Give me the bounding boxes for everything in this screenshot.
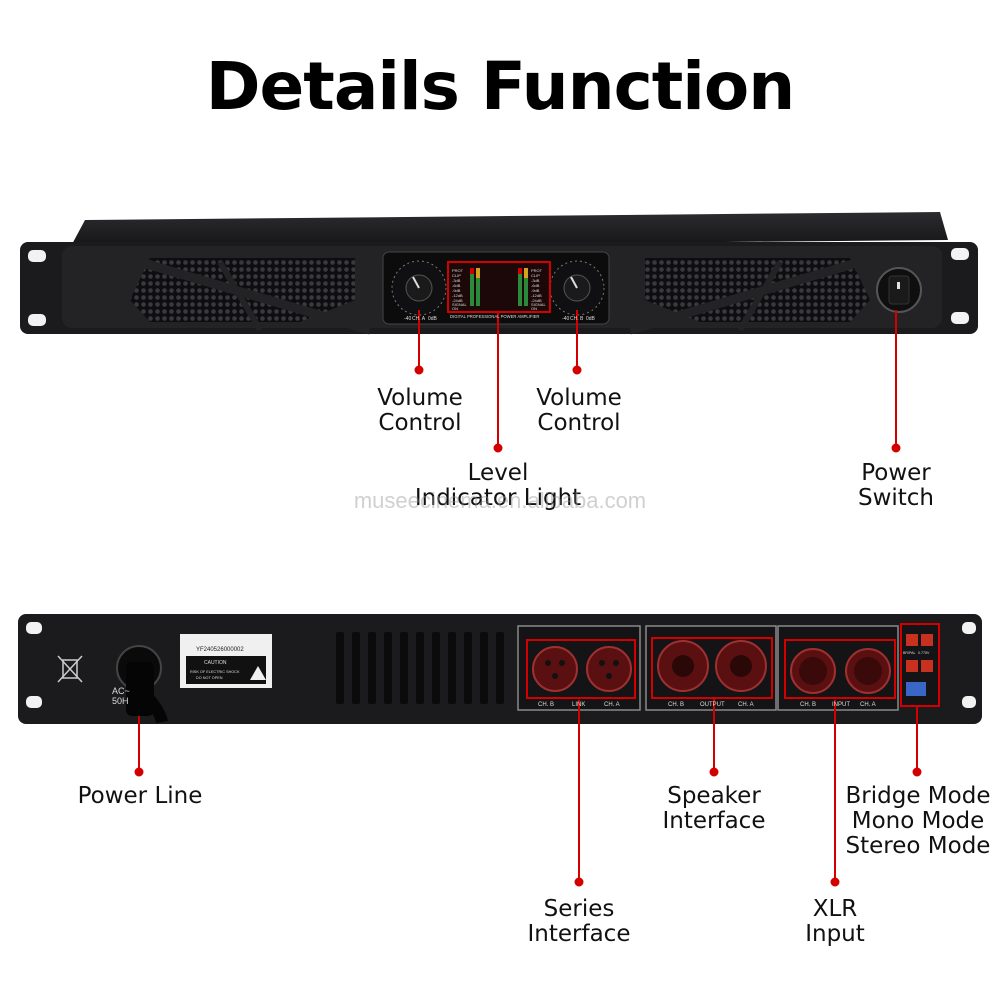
meter-label: -24dB [452,298,463,303]
rack-hole-icon [962,622,976,634]
power-spec-1: AC~ [112,686,130,696]
meter-label: CLIP [452,273,461,278]
series-highlight [526,639,636,699]
input-label-b: CH. B [800,702,816,708]
knob-left-max: 0dB [428,316,438,322]
input-label: INPUT [832,702,850,708]
knob-left-channel: CH. A [412,316,426,322]
rack-hole-icon [951,248,969,260]
level-indicator-label: Level Indicator Light [414,460,582,511]
power-switch-label: Power Switch [857,460,935,511]
power-line-label: Power Line [77,783,203,809]
power-spec-2: 50H [112,696,129,706]
rear-panel [18,614,982,724]
rack-hole-icon [28,314,46,326]
xlr-link-connector-icon [532,646,632,692]
meter-label: CLIP [531,273,540,278]
meter-label: -3dB [531,278,540,283]
knob-right-min: -40 [562,316,569,322]
cooling-vent [336,632,504,704]
knob-right-max: 0dB [586,316,596,322]
rack-hole-icon [962,696,976,708]
dip-switch-icon [906,634,933,696]
speakon-connector-icon [657,640,767,692]
meter-label: -6dB [452,283,461,288]
meter-label: -12dB [531,293,542,298]
output-label-b: CH. B [668,702,684,708]
meter-label: SIGNAL [531,302,546,307]
xlr-input-label: XLR Input [805,896,865,947]
meter-label: PROT [531,268,543,273]
weee-bin-icon [57,655,83,683]
front-panel [20,212,978,335]
knob-left-min: -40 [404,316,411,322]
caution-title: CAUTION [204,660,227,666]
volume-knob-right-icon [549,260,605,316]
callout-leaders [134,310,922,887]
level-display [447,261,551,313]
meter-label: -12dB [452,293,463,298]
mode-label-2: 0.775V [918,651,930,655]
level-meter-icon [470,268,528,306]
rack-hole-icon [28,250,46,262]
page-title: Details Function [205,48,796,125]
mode-label: Bridge Mode Mono Mode Stereo Mode [845,783,991,859]
meter-label: ON [452,306,458,311]
output-label: OUTPUT [700,702,725,708]
meter-label: -9dB [452,288,461,293]
rack-hole-icon [26,622,42,634]
volume-control-right-label: Volume Control [536,385,622,436]
display-caption: DIGITAL PROFESSIONAL POWER AMPLIFIER [450,314,539,319]
speaker-interface-label: Speaker Interface [662,783,766,834]
volume-control-left-label: Volume Control [377,385,463,436]
caution-line-2: DO NOT OPEN [196,676,223,680]
series-label-a: CH. A [604,702,620,708]
mode-label-1: BR/PAL [903,651,916,655]
series-interface-label: Series Interface [527,896,631,947]
series-label-link: LINK [572,702,585,708]
rack-hole-icon [26,696,42,708]
watermark: museecinema.en.alibaba.com [353,488,647,513]
meter-label: -9dB [531,288,540,293]
caution-line-1: RISK OF ELECTRIC SHOCK [190,670,240,674]
xlr-input-connector-icon [790,648,891,694]
volume-knob-left-icon [391,260,447,316]
series-label-b: CH. B [538,702,554,708]
power-cord-icon [116,645,168,724]
output-label-a: CH. A [738,702,754,708]
meter-label: -6dB [531,283,540,288]
meter-label: -3dB [452,278,461,283]
meter-label: SIGNAL [452,302,467,307]
rack-hole-icon [951,312,969,324]
xlr-input-highlight [784,639,896,699]
input-label-a: CH. A [860,702,876,708]
serial-number: YF240526000002 [196,647,244,653]
meter-label: ON [531,306,537,311]
speaker-highlight [651,637,773,699]
knob-right-channel: CH. B [570,316,584,322]
meter-label: -24dB [531,298,542,303]
meter-label: PROT [452,268,464,273]
